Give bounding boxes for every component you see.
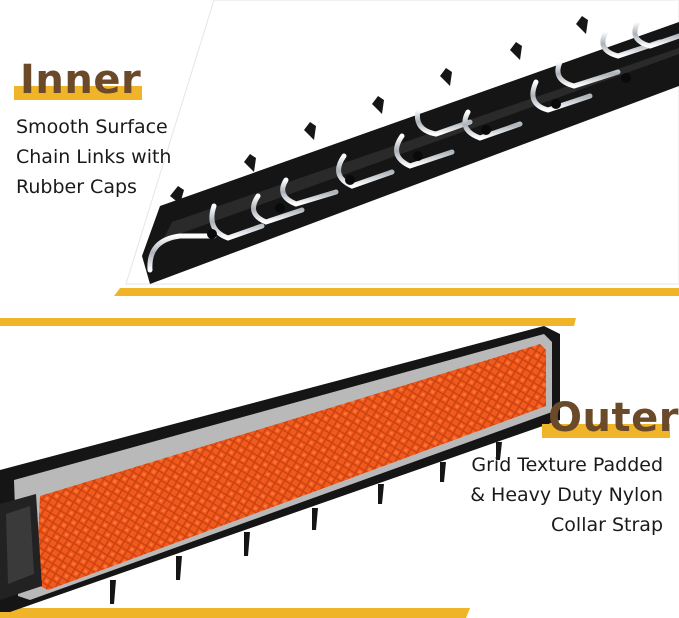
- outer-description: Grid Texture Padded & Heavy Duty Nylon C…: [470, 450, 663, 540]
- inner-description-line: Chain Links with: [16, 146, 172, 168]
- orange-mesh-padding: [36, 344, 546, 590]
- inner-title-highlight: [14, 86, 142, 100]
- inner-description-line: Rubber Caps: [16, 176, 137, 198]
- inner-title: Inner: [20, 57, 142, 103]
- chain-links: [147, 19, 679, 273]
- outer-description-line: & Heavy Duty Nylon: [470, 484, 663, 506]
- bottom-prongs: [110, 442, 502, 604]
- strap-webbing-highlight: [6, 506, 34, 584]
- outer-description-line: Grid Texture Padded: [471, 454, 663, 476]
- inner-description: Smooth Surface Chain Links with Rubber C…: [16, 112, 171, 202]
- inner-description-line: Smooth Surface: [16, 116, 168, 138]
- link-joints: [207, 73, 631, 239]
- outer-panel-gold-edge: [0, 318, 576, 326]
- outer-panel-gold-edge-bottom: [0, 608, 470, 618]
- outer-title: Outer: [548, 395, 679, 441]
- strap-stitch-line: [160, 48, 679, 246]
- rubber-caps: [170, 16, 588, 204]
- inner-panel-gold-edge: [114, 288, 679, 296]
- outer-description-line: Collar Strap: [551, 514, 663, 536]
- outer-title-highlight: [542, 424, 670, 438]
